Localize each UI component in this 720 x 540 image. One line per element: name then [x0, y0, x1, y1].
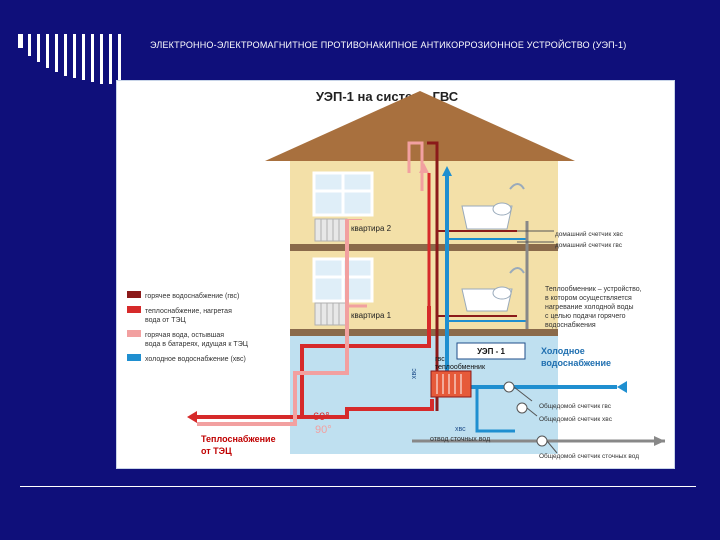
- house-roof: [265, 91, 575, 161]
- radiator-floor-2: [314, 218, 348, 242]
- svg-text:водоснабжения: водоснабжения: [545, 321, 596, 329]
- legend-label-3-1: холодное водоснабжение (хвс): [145, 355, 246, 363]
- cold-supply-label-1: Холодное: [541, 346, 585, 356]
- legend-swatch-2: [127, 330, 141, 337]
- hot-water-riser: [427, 141, 439, 411]
- legend-label-1-1: теплоснабжение, нагретая: [145, 307, 232, 315]
- building-drain-meter-icon: [536, 435, 548, 447]
- uep1-device: [456, 342, 526, 360]
- svg-text:Теплообменник – устройство,: Теплообменник – устройство,: [545, 285, 642, 293]
- temp-90-label: 90°: [315, 424, 332, 436]
- floor-slab-1: [290, 329, 558, 336]
- legend-label-0-1: горячее водоснабжение (гвс): [145, 292, 239, 300]
- svg-text:в котором осуществляется: в котором осуществляется: [545, 295, 632, 302]
- apartment-2-label: квартира 2: [351, 224, 392, 233]
- hvs-horizontal-label: хвс: [455, 426, 466, 433]
- cold-water-to-drain: [475, 387, 515, 433]
- toilet-floor-1: [492, 286, 512, 300]
- heating-to-exchanger-pipe: [302, 399, 434, 419]
- building-hvs-meter-label: Общедомой счетчик хвс: [539, 415, 613, 423]
- home-hvs-meter-label: домашний счетчик хвс: [555, 230, 624, 238]
- toilet-floor-2: [492, 202, 512, 216]
- return-up-arrow: [419, 163, 429, 173]
- exchanger-note: Теплообменник – устройство, в котором ос…: [545, 285, 642, 329]
- temp-60-label: 60°: [313, 411, 330, 423]
- decorative-stripes: [18, 34, 121, 86]
- exchanger-label: теплообменник: [435, 363, 486, 371]
- cold-in-arrow: [617, 381, 627, 393]
- legend-label-2-2: вода в батареях, идущая к ТЭЦ: [145, 340, 249, 348]
- leader-building-hvs: [526, 407, 538, 417]
- ghvs-diagram: УЭП-1 на системе ГВС: [127, 89, 665, 460]
- legend-label-2-1: горячая вода, остывшая: [145, 332, 224, 339]
- apartment-1-label: квартира 1: [351, 311, 392, 320]
- building-gvs-meter-icon: [503, 381, 515, 393]
- footer-rule: [20, 486, 696, 487]
- building-hvs-meter-icon: [516, 402, 528, 414]
- legend-swatch-1: [127, 306, 141, 313]
- home-gvs-meter-label: домашний счетчик гвс: [555, 241, 623, 249]
- heat-supply-label-2: от ТЭЦ: [201, 446, 232, 456]
- legend: горячее водоснабжение (гвс) теплоснабжен…: [127, 291, 249, 363]
- uep1-label: УЭП - 1: [477, 347, 505, 356]
- floor-slab-2: [290, 244, 558, 251]
- building-gvs-meter-label: Общедомой счетчик гвс: [539, 402, 612, 410]
- legend-swatch-3: [127, 354, 141, 361]
- cold-up-arrow: [442, 166, 452, 176]
- hvs-vertical-label: хвс: [411, 368, 418, 379]
- window-floor-1: [312, 257, 374, 303]
- heat-supply-label-1: Теплоснабжение: [201, 434, 276, 444]
- window-floor-2: [312, 171, 374, 217]
- svg-text:с целью подачи горячего: с целью подачи горячего: [545, 313, 626, 320]
- drain-label: отвод сточных вод: [430, 436, 490, 443]
- legend-label-1-2: вода от ТЭЦ: [145, 317, 186, 324]
- drain-out-arrow: [654, 436, 665, 446]
- leader-building-gvs: [513, 386, 533, 402]
- leader-building-drain: [546, 440, 558, 454]
- building-drain-meter-label: Общедомой счетчик сточных вод: [539, 452, 639, 460]
- heat-exchanger: [430, 370, 472, 398]
- svg-text:нагревание холодной воды: нагревание холодной воды: [545, 303, 634, 311]
- heating-supply-pipe: [197, 306, 431, 419]
- diagram-panel: УЭП-1 на системе ГВС: [116, 80, 675, 469]
- gvs-label: гвс: [435, 356, 445, 363]
- cold-supply-label-2: водоснабжение: [541, 358, 611, 368]
- slide-title: ЭЛЕКТРОННО-ЭЛЕКТРОМАГНИТНОЕ ПРОТИВОНАКИП…: [150, 40, 627, 50]
- radiator-floor-1: [314, 302, 348, 326]
- legend-swatch-0: [127, 291, 141, 298]
- heating-in-arrow: [187, 411, 197, 423]
